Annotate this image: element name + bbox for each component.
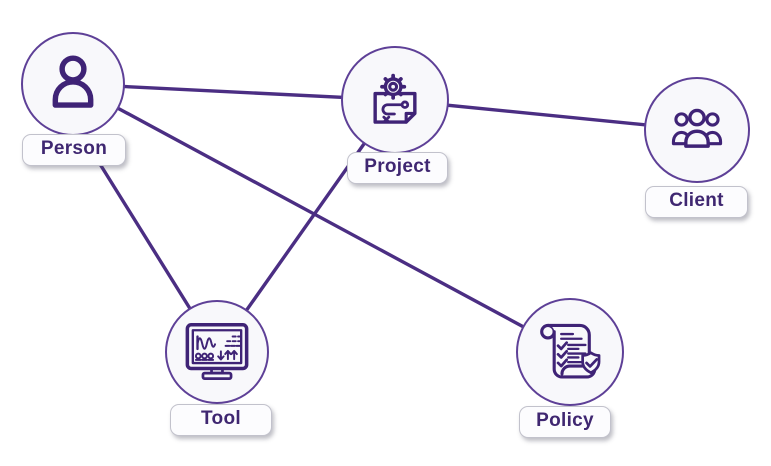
tool-monitor-icon bbox=[185, 323, 249, 380]
node-label-tool: Tool bbox=[170, 404, 272, 436]
node-label-project: Project bbox=[347, 152, 448, 184]
policy-document-icon bbox=[540, 323, 601, 379]
edge-person-policy bbox=[71, 82, 572, 354]
node-project bbox=[341, 46, 449, 154]
person-icon bbox=[52, 55, 94, 108]
node-tool bbox=[165, 300, 269, 404]
node-policy bbox=[516, 298, 624, 406]
node-person bbox=[21, 32, 125, 136]
project-plan-icon bbox=[373, 73, 417, 124]
project-node-circle bbox=[341, 46, 449, 154]
client-group-icon bbox=[671, 108, 723, 148]
tool-node-circle bbox=[165, 300, 269, 404]
node-client bbox=[644, 77, 750, 183]
node-label-person: Person bbox=[22, 134, 126, 166]
node-label-client: Client bbox=[645, 186, 748, 218]
node-label-policy: Policy bbox=[519, 406, 611, 438]
